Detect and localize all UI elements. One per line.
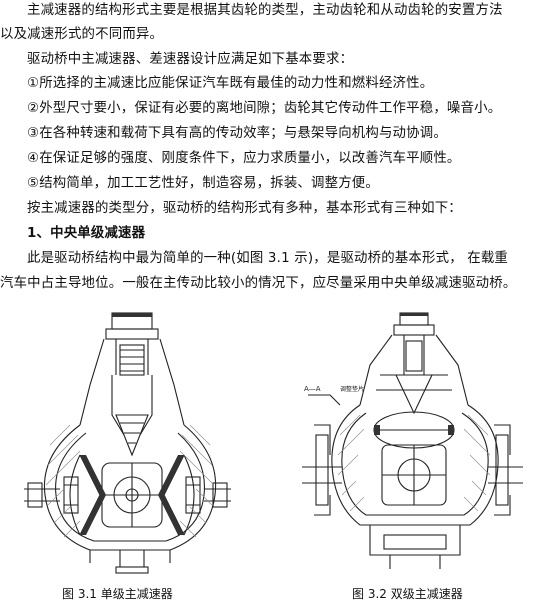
paragraph-line: 以及减速形式的不同而异。 <box>0 27 164 42</box>
requirement-item: ④在保证足够的强度、刚度条件下，应力求质量小，以改善汽车平顺性。 <box>27 151 461 166</box>
paragraph-line: 主减速器的结构形式主要是根据其齿轮的类型，主动齿轮和从动齿轮的安置方法 <box>27 3 503 18</box>
requirement-item: ①所选择的主减速比应能保证汽车既有最佳的动力性和燃料经济性。 <box>27 76 434 91</box>
figure-label-section: A—A <box>304 385 321 393</box>
paragraph-line: 驱动桥中主减速器、差速器设计应满足如下基本要求： <box>27 52 354 67</box>
figure-single-reduction-drawing <box>24 312 231 574</box>
requirement-item: ②外型尺寸要小，保证有必要的离地间隙；齿轮其它传动件工作平稳，噪音小。 <box>27 101 502 116</box>
requirement-item: ⑤结构简单，加工工艺性好，制造容易，拆装、调整方便。 <box>27 176 379 191</box>
figure-caption: 图 3.1 单级主减速器 <box>62 587 173 601</box>
figure-caption: 图 3.2 双级主减速器 <box>352 587 463 601</box>
figure-double-reduction-drawing: A—A 调整垫片 <box>302 312 523 569</box>
requirement-item: ③在各种转速和载荷下具有高的传动效率；与悬架导向机构与动协调。 <box>27 126 447 141</box>
section-heading: 1、中央单级减速器 <box>27 226 146 241</box>
paragraph-line: 汽车中占主导地位。一般在主传动比较小的情况下，应尽量采用中央单级减速驱动桥。 <box>0 276 517 291</box>
paragraph-line: 按主减速器的类型分，驱动桥的结构形式有多种，基本形式有三种如下： <box>27 201 462 216</box>
figure-label-shim: 调整垫片 <box>340 385 364 393</box>
paragraph-line: 此是驱动桥结构中最为简单的一种(如图 3.1 示)，是驱动桥的基本形式， 在载重 <box>27 251 509 266</box>
